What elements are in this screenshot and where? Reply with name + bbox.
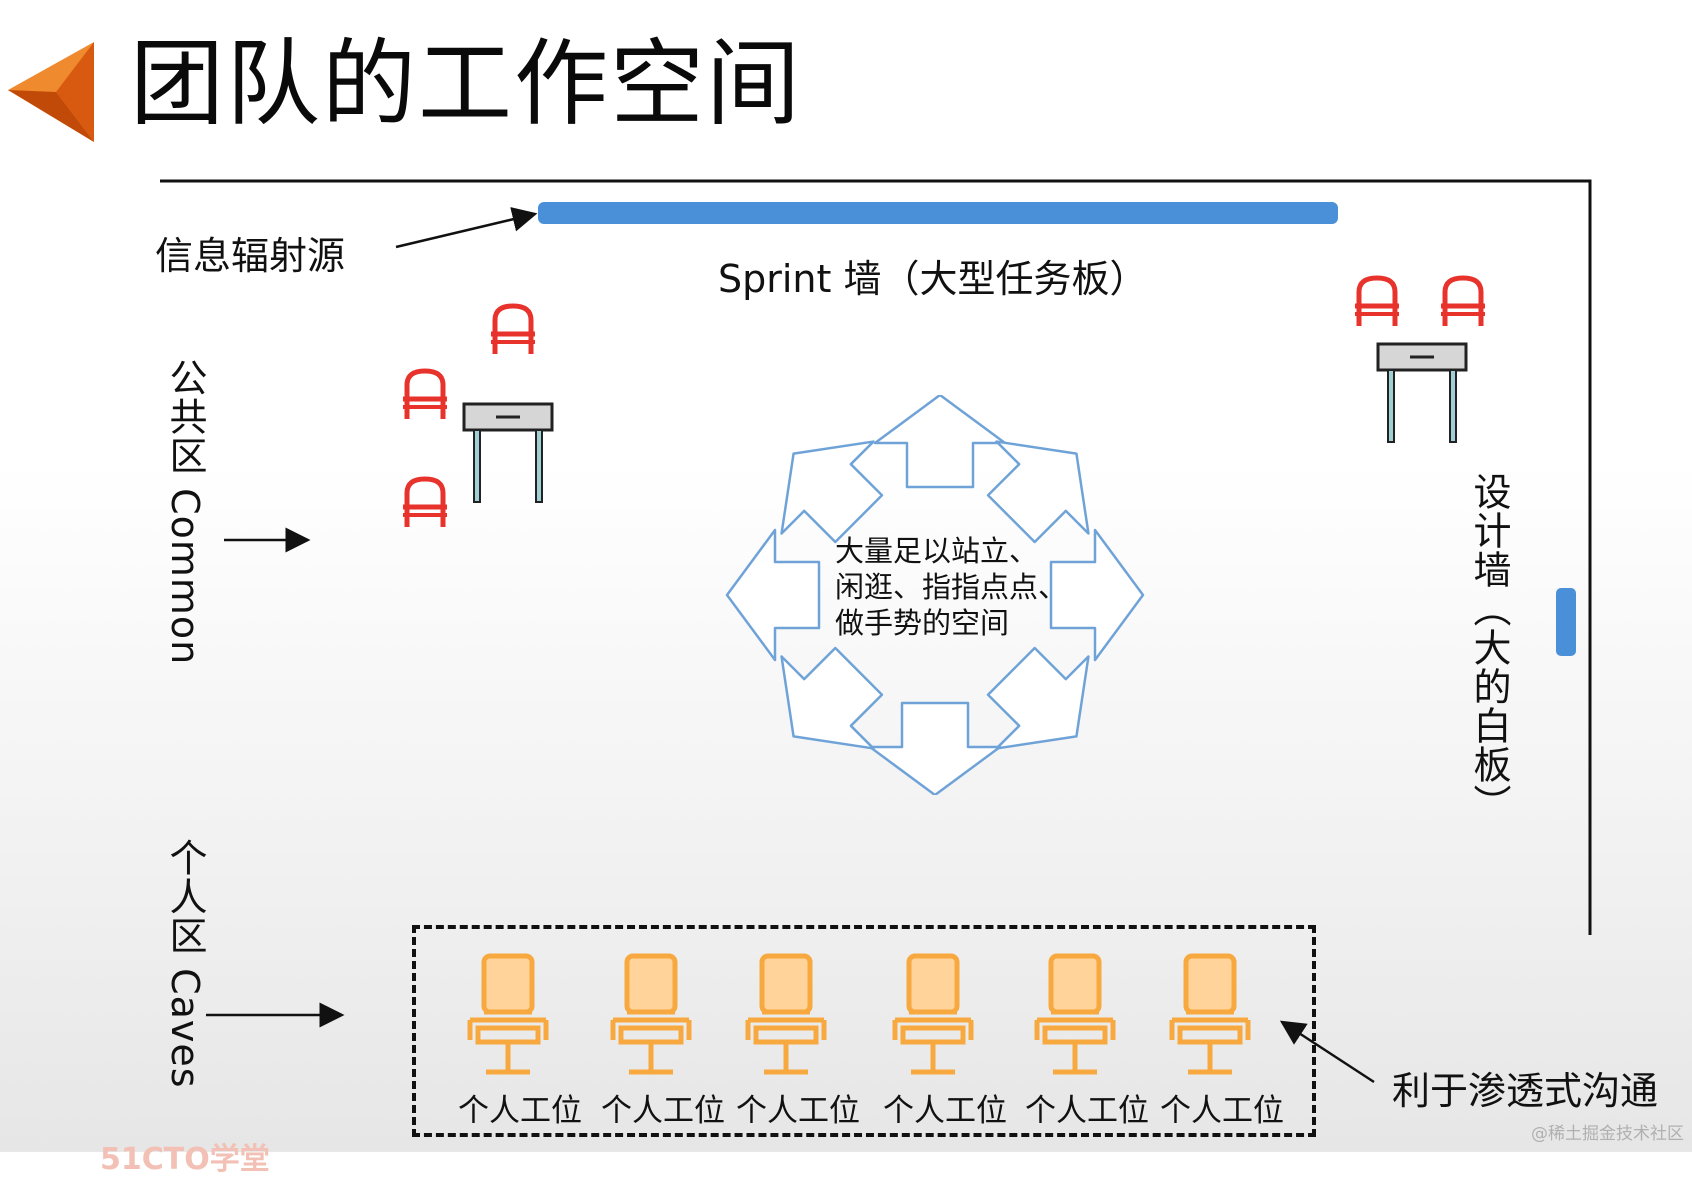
arrow-right-icon	[1049, 528, 1145, 662]
workstation-label: 个人工位	[1160, 1093, 1284, 1129]
office-chair-icon	[748, 956, 824, 1072]
workstation-label: 个人工位	[458, 1093, 582, 1129]
page-title: 团队的工作空间	[130, 30, 803, 139]
workstation-label: 个人工位	[601, 1093, 725, 1129]
room-walls	[160, 179, 1592, 935]
open-space-line: 做手势的空间	[835, 606, 1010, 640]
title-marker-icon	[8, 42, 94, 142]
arrow-down-icon	[868, 701, 1002, 795]
common-zone-label: 公共区 Common	[163, 358, 207, 666]
arrow-up-left-icon	[780, 440, 884, 544]
open-space-arrows	[725, 395, 1145, 795]
office-chair-icon	[1037, 956, 1113, 1072]
office-chair-icon	[895, 956, 971, 1072]
open-space-description: 大量足以站立、 闲逛、指指点点、 做手势的空间	[835, 533, 1067, 641]
osmotic-communication-label: 利于渗透式沟通	[1392, 1069, 1659, 1113]
caves-zone-label: 个人区 Caves	[163, 838, 207, 1089]
workstation-label: 个人工位	[1025, 1093, 1149, 1129]
open-space-line: 闲逛、指指点点、	[835, 570, 1068, 604]
osmotic-arrow	[1279, 1020, 1375, 1084]
open-space-line: 大量足以站立、	[835, 534, 1039, 568]
sprint-wall-bar	[538, 202, 1338, 224]
workstation-label: 个人工位	[883, 1093, 1007, 1129]
info-radiator-arrow	[395, 207, 538, 249]
arrow-left-icon	[725, 528, 821, 662]
caves-area-box	[412, 925, 1316, 1137]
info-radiator-label: 信息辐射源	[155, 234, 346, 278]
office-chair-icon	[1172, 956, 1248, 1072]
office-chair-icon	[470, 956, 546, 1072]
arrow-down-right-icon	[986, 646, 1090, 750]
arrow-down-left-icon	[780, 646, 884, 750]
workstation-chairs	[0, 0, 1692, 1152]
design-wall-bar	[1556, 588, 1576, 656]
design-wall-label: 设计墙（大的白板）	[1467, 472, 1511, 823]
logo-strip: 51CTO学堂	[100, 1142, 270, 1177]
office-chair-icon	[613, 956, 689, 1072]
pointer-arrows	[206, 207, 1375, 1084]
sprint-wall-label: Sprint 墙（大型任务板）	[718, 257, 1148, 301]
arrow-up-right-icon	[986, 440, 1090, 544]
workstation-label: 个人工位	[736, 1093, 860, 1129]
watermark: @稀土掘金技术社区	[1531, 1124, 1684, 1144]
